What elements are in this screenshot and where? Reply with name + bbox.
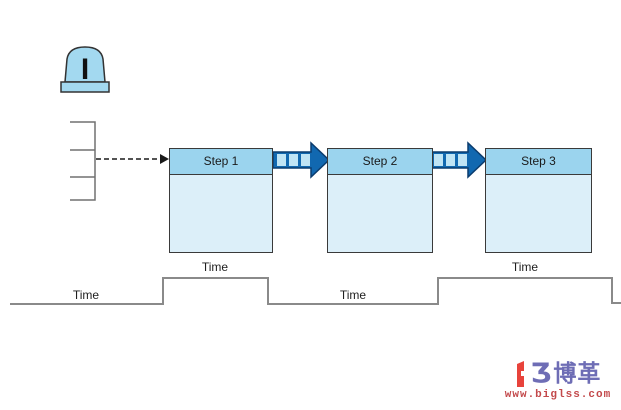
process-box-step1: Step 1 [169,148,273,253]
inventory-icon: I [60,46,110,93]
time-label-left: Time [72,288,100,302]
watermark-url: www.biglss.com [504,389,612,401]
brand-logo-red-icon [516,361,524,387]
inventory-label: I [81,53,89,86]
watermark-logo-row: Ʒ 博革 [515,360,602,388]
time-label-middle: Time [339,288,367,302]
process-box-title: Step 1 [170,149,272,175]
process-box-title: Step 3 [486,149,591,175]
brand-name: 博革 [553,361,602,387]
push-arrow-icon [429,141,488,179]
brand-logo-glyph: Ʒ [530,358,552,389]
process-box-step3: Step 3 [485,148,592,253]
push-arrow-icon [272,141,331,179]
bracket-icon [70,121,96,201]
time-label-step1: Time [201,260,229,274]
time-label-step3: Time [511,260,539,274]
watermark: Ʒ 博革 www.biglss.com [503,360,613,401]
timeline-ladder [10,277,621,305]
dashed-arrow-icon [96,154,169,164]
process-box-step2: Step 2 [327,148,433,253]
process-box-title: Step 2 [328,149,432,175]
